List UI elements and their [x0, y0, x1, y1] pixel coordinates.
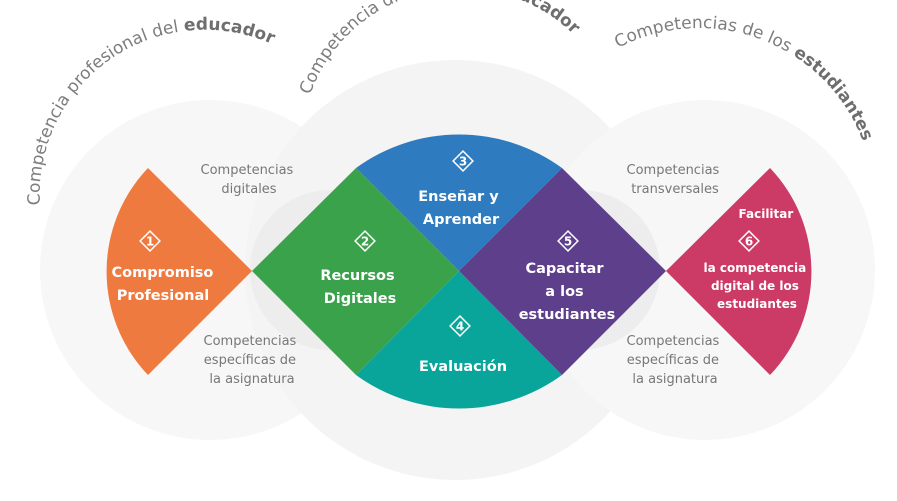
segment-6-shape[interactable] [666, 168, 812, 375]
number-badge-3: 3 [452, 150, 474, 172]
segment-3-label: Enseñar y Aprender [418, 189, 504, 228]
segment-6-label: Facilitar la competencia digital de los … [704, 207, 811, 311]
svg-text:1: 1 [146, 235, 154, 249]
svg-text:2: 2 [361, 235, 369, 249]
number-badge-2: 2 [354, 230, 376, 252]
note-competencias-transversales: Competencias transversales [627, 163, 724, 197]
segment-1-label: Compromiso Profesional [112, 265, 219, 304]
note-especificas-izquierda: Competencias específicas de la asignatur… [204, 334, 301, 387]
segment-4-label: Evaluación [419, 359, 507, 375]
segment-3-shape[interactable] [356, 134, 562, 271]
segment-4-shape[interactable] [356, 271, 562, 409]
segment-5-shape[interactable] [459, 168, 666, 375]
segment-1-shape[interactable] [106, 168, 252, 375]
number-badge-6: 6 [738, 230, 760, 252]
note-especificas-derecha: Competencias específicas de la asignatur… [627, 334, 724, 387]
svg-text:6: 6 [745, 235, 753, 249]
segment-2-shape[interactable] [252, 168, 459, 375]
segment-2-label: Recursos Digitales [320, 268, 399, 307]
segment-5-label: Capacitar a los estudiantes [519, 261, 616, 323]
note-competencias-digitales: Competencias digitales [201, 163, 298, 197]
svg-text:3: 3 [459, 155, 467, 169]
number-badge-5: 5 [557, 230, 579, 252]
number-badge-4: 4 [449, 315, 471, 337]
number-badge-1: 1 [139, 230, 161, 252]
svg-text:5: 5 [564, 235, 572, 249]
svg-text:4: 4 [456, 320, 464, 334]
